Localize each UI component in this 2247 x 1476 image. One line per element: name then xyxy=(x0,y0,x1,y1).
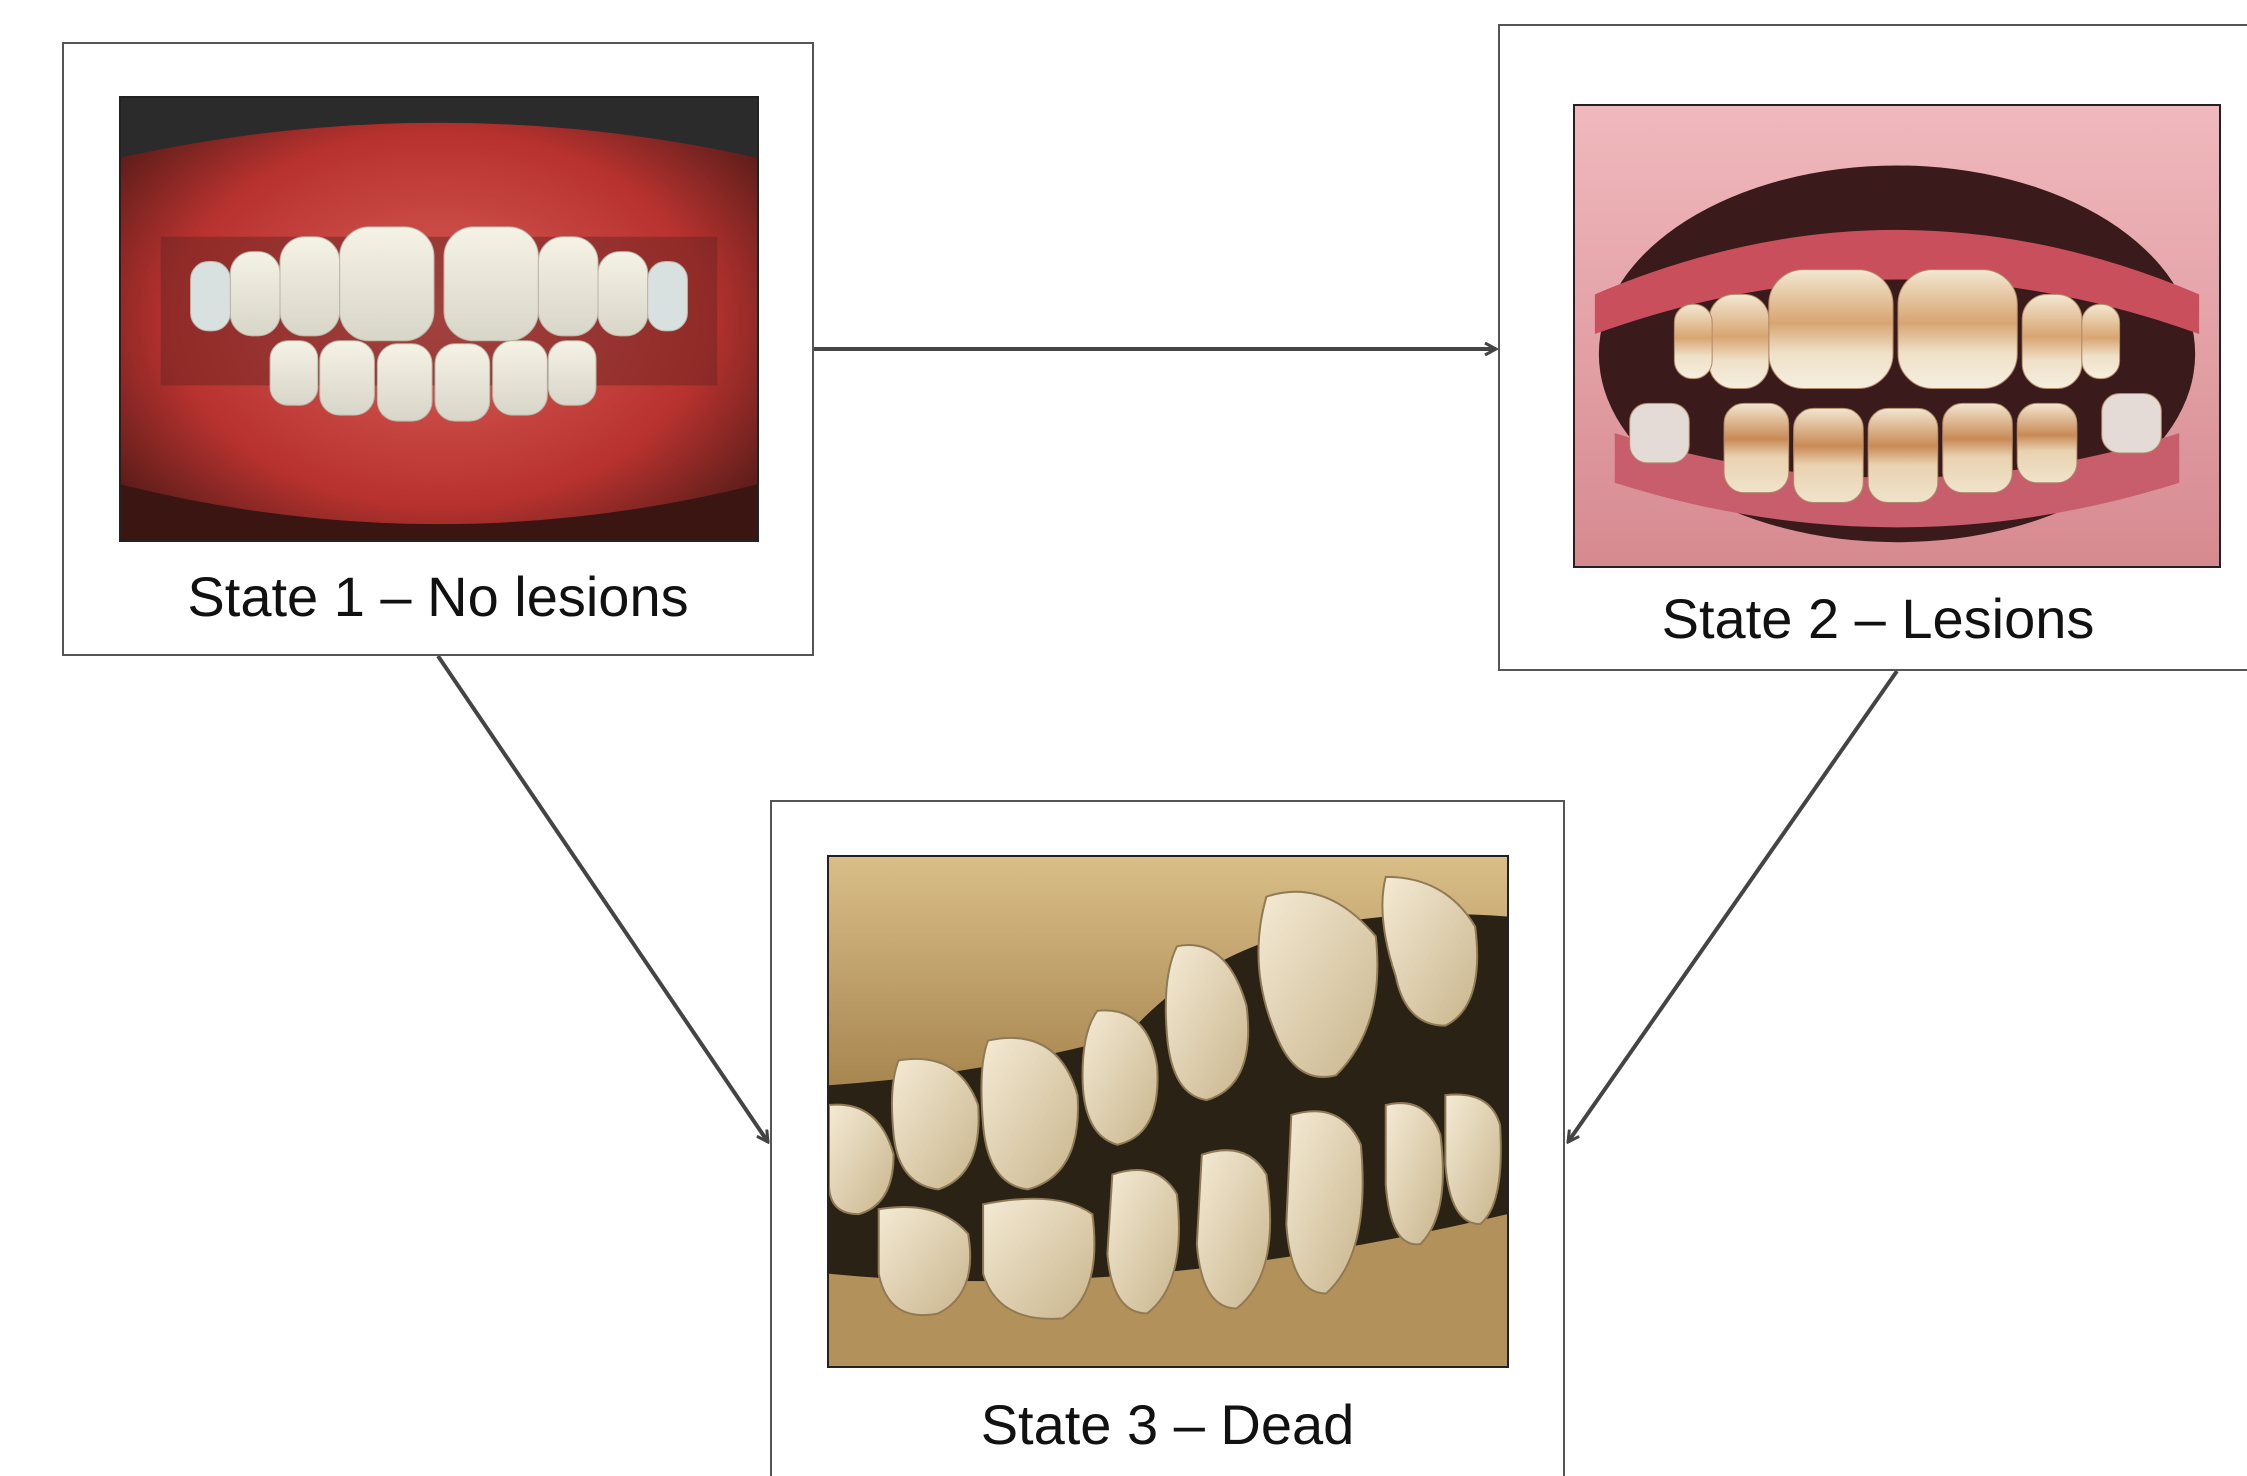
fluorosis-lesion-teeth-photo xyxy=(1573,104,2221,568)
state-3-label: State 3 – Dead xyxy=(772,1392,1563,1457)
state-2-box: State 2 – Lesions xyxy=(1498,24,2247,671)
healthy-teeth-photo xyxy=(119,96,759,542)
state-2-label: State 2 – Lesions xyxy=(1500,586,2247,651)
state-1-box: State 1 – No lesions xyxy=(62,42,814,656)
arrow-state2-to-state3 xyxy=(1568,671,1897,1142)
state-1-label: State 1 – No lesions xyxy=(64,564,812,629)
skull-teeth-photo xyxy=(827,855,1509,1368)
state-3-box: State 3 – Dead xyxy=(770,800,1565,1476)
arrow-state1-to-state3 xyxy=(438,656,768,1142)
